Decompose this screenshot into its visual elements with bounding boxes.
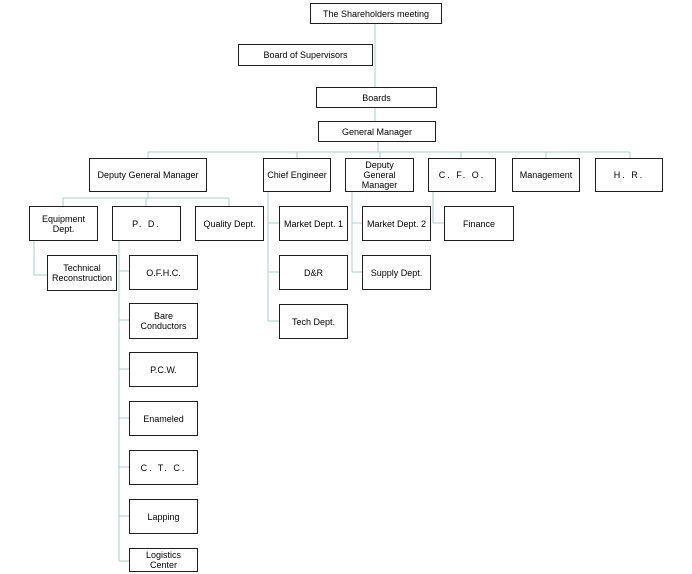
node-pd: P. D. xyxy=(112,206,181,241)
node-boards: Boards xyxy=(316,87,437,108)
node-equipment-dept: Equipment Dept. xyxy=(29,206,98,241)
node-tech-dept: Tech Dept. xyxy=(279,304,348,339)
node-enameled: Enameled xyxy=(129,401,198,436)
node-logistics-center: Logistics Center xyxy=(129,548,198,572)
node-market-dept-2: Market Dept. 2 xyxy=(362,206,431,241)
node-dr: D&R xyxy=(279,255,348,290)
node-deputy-general-manager-2: Deputy General Manager xyxy=(345,158,414,192)
node-supply-dept: Supply Dept. xyxy=(362,255,431,290)
node-finance: Finance xyxy=(444,206,514,241)
node-general-manager: General Manager xyxy=(318,121,436,142)
node-management: Management xyxy=(512,158,580,192)
node-bare-conductors: Bare Conductors xyxy=(129,303,198,339)
node-quality-dept: Quality Dept. xyxy=(195,206,264,241)
node-hr: H. R. xyxy=(595,158,663,192)
node-market-dept-1: Market Dept. 1 xyxy=(279,206,348,241)
node-board-of-supervisors: Board of Supervisors xyxy=(238,44,373,66)
node-cfo: C. F. O. xyxy=(428,158,496,192)
node-deputy-general-manager-1: Deputy General Manager xyxy=(89,158,207,192)
node-lapping: Lapping xyxy=(129,499,198,534)
node-ctc: C. T. C. xyxy=(129,450,198,485)
node-technical-reconstruction: Technical Reconstruction xyxy=(47,255,117,291)
node-ofhc: O.F.H.C. xyxy=(129,255,198,290)
node-chief-engineer: Chief Engineer xyxy=(263,158,331,192)
node-pcw: P.C.W. xyxy=(129,352,198,387)
node-shareholders: The Shareholders meeting xyxy=(310,3,442,24)
